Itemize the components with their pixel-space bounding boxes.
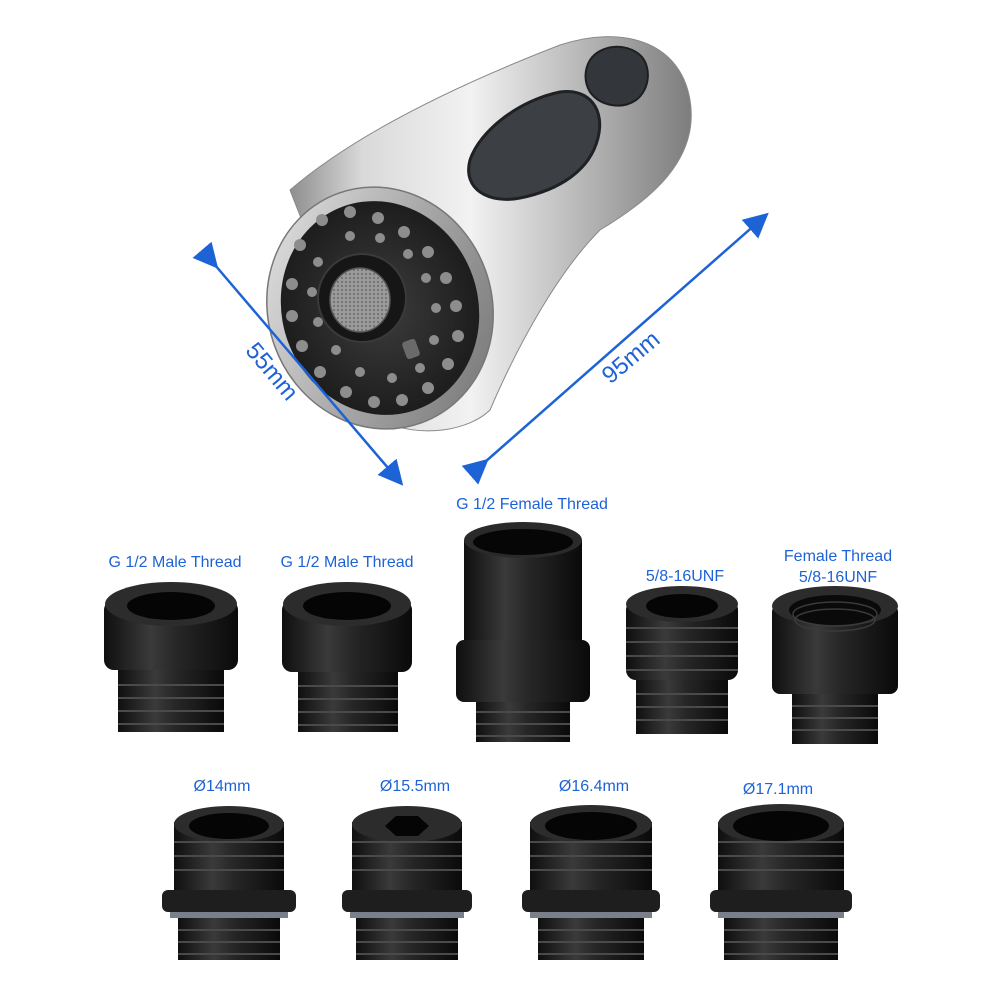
spray-mode-button — [467, 90, 602, 201]
pause-button — [584, 45, 649, 107]
adapter-5-8-16unf — [626, 586, 738, 734]
diameter-arrow — [192, 241, 404, 486]
adapter-14mm — [162, 806, 296, 960]
adapter-g12-male-b — [282, 582, 412, 732]
adapter-8-label: Ø16.4mm — [558, 778, 630, 795]
adapter-6-label: Ø14mm — [193, 778, 251, 795]
adapter-5-label-line2: 5/8-16UNF — [798, 569, 878, 586]
adapter-17-1mm — [710, 804, 852, 960]
aerator-mesh — [329, 267, 391, 333]
adapter-2-label: G 1/2 Male Thread — [280, 554, 414, 571]
adapter-16-4mm — [522, 805, 660, 960]
mode-indicator — [402, 338, 420, 360]
adapter-g12-male-a — [104, 582, 238, 732]
adapter-g12-female — [456, 522, 590, 742]
adapter-1-label: G 1/2 Male Thread — [108, 554, 242, 571]
adapter-4-label: 5/8-16UNF — [645, 568, 725, 585]
adapter-3-label: G 1/2 Female Thread — [456, 496, 608, 513]
adapter-female-5-8-16unf — [772, 586, 898, 744]
sprayer-head — [266, 36, 692, 432]
adapter-9-label: Ø17.1mm — [742, 781, 814, 798]
adapter-5-label-line1: Female Thread — [783, 548, 893, 565]
adapter-7-label: Ø15.5mm — [379, 778, 451, 795]
length-arrow — [461, 212, 769, 485]
adapter-15-5mm — [342, 806, 472, 960]
